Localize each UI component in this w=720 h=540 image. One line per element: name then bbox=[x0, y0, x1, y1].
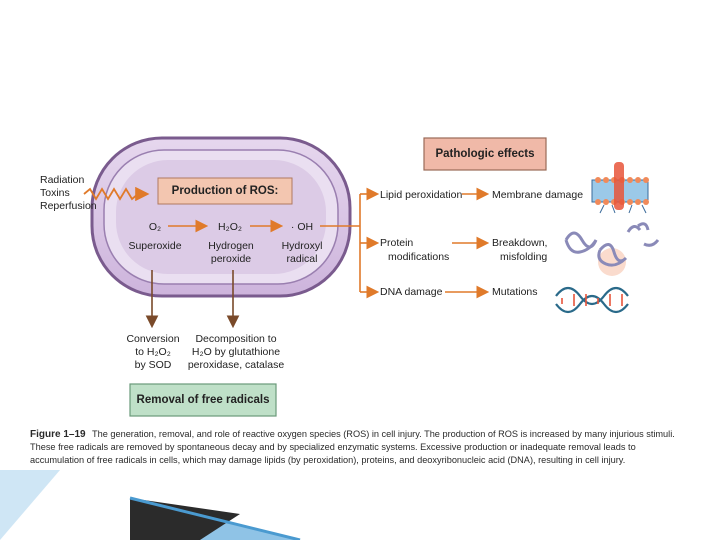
target-protein-1: Protein bbox=[380, 237, 414, 249]
target-lipid: Lipid peroxidation bbox=[380, 189, 463, 201]
stimuli-arrow bbox=[83, 186, 150, 202]
removal-note-sod-3: by SOD bbox=[134, 359, 172, 371]
species-o2-name: Superoxide bbox=[128, 240, 182, 252]
target-dna: DNA damage bbox=[380, 286, 443, 298]
input-reperfusion: Reperfusion bbox=[40, 200, 97, 212]
input-radiation: Radiation bbox=[40, 174, 85, 186]
removal-note-sod-2: to H₂O₂ bbox=[135, 346, 171, 358]
species-h2o2-formula: H₂O₂ bbox=[218, 221, 242, 233]
caption-text: The generation, removal, and role of rea… bbox=[30, 429, 675, 465]
outcome-breakdown-1: Breakdown, bbox=[492, 237, 548, 249]
figure-caption: Figure 1–19 The generation, removal, and… bbox=[30, 428, 690, 467]
removal-note-catalase-1: Decomposition to bbox=[195, 333, 277, 345]
species-o2-formula: O₂ bbox=[148, 221, 162, 233]
cell-outline bbox=[90, 136, 352, 298]
species-oh-formula: · OH bbox=[290, 221, 314, 233]
outcome-membrane: Membrane damage bbox=[492, 189, 584, 201]
species-oh-name1: Hydroxyl bbox=[281, 240, 323, 252]
removal-box: Removal of free radicals bbox=[136, 394, 270, 406]
outcome-breakdown-2: misfolding bbox=[500, 251, 548, 263]
removal-note-catalase-3: peroxidase, catalase bbox=[187, 359, 285, 371]
pathologic-box-shape bbox=[423, 137, 547, 171]
ros-diagram bbox=[83, 136, 660, 417]
species-h2o2-name2: peroxide bbox=[210, 253, 252, 265]
removal-box-shape bbox=[129, 383, 277, 417]
production-box: Production of ROS: bbox=[171, 185, 279, 197]
slide-decoration bbox=[0, 470, 301, 540]
membrane-illustration bbox=[591, 162, 649, 214]
production-box-shape bbox=[157, 177, 293, 205]
removal-note-sod-1: Conversion bbox=[126, 333, 180, 345]
dna-illustration bbox=[555, 286, 629, 314]
removal-note-catalase-2: H₂O by glutathione bbox=[191, 346, 281, 358]
outcome-mutations: Mutations bbox=[492, 286, 538, 298]
input-toxins: Toxins bbox=[40, 187, 70, 199]
figure-label: Figure 1–19 bbox=[30, 429, 86, 440]
species-h2o2-name1: Hydrogen bbox=[208, 240, 254, 252]
target-protein-2: modifications bbox=[388, 251, 450, 263]
species-oh-name2: radical bbox=[286, 253, 318, 265]
pathologic-box: Pathologic effects bbox=[435, 148, 535, 160]
protein-illustration bbox=[564, 222, 660, 276]
